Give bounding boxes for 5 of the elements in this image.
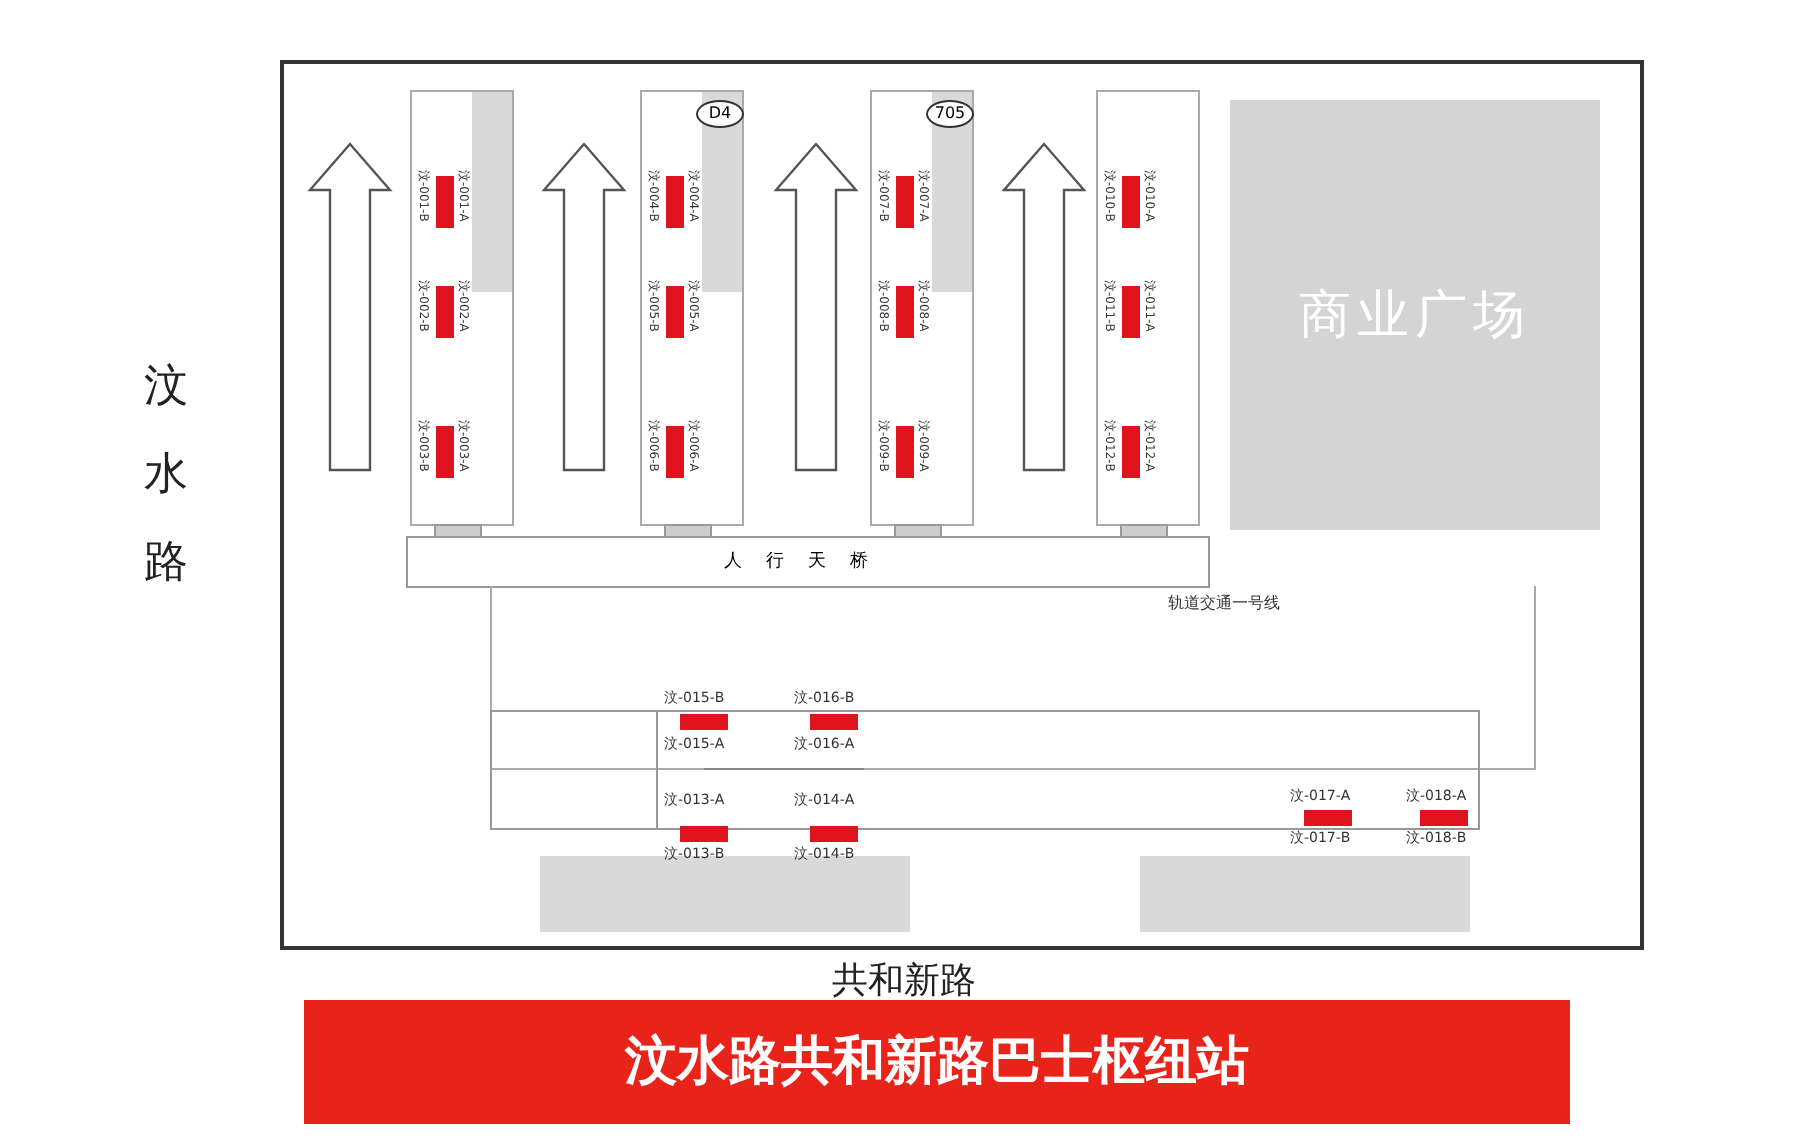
road-name: 汶水路	[144, 360, 188, 592]
footbridge: 人行天桥	[406, 536, 1210, 588]
road-name: 共和新路	[832, 958, 976, 1004]
station-label: 轨道交通一号线	[1168, 592, 1280, 614]
title-banner: 汶水路共和新路巴士枢纽站	[304, 1000, 1570, 1124]
